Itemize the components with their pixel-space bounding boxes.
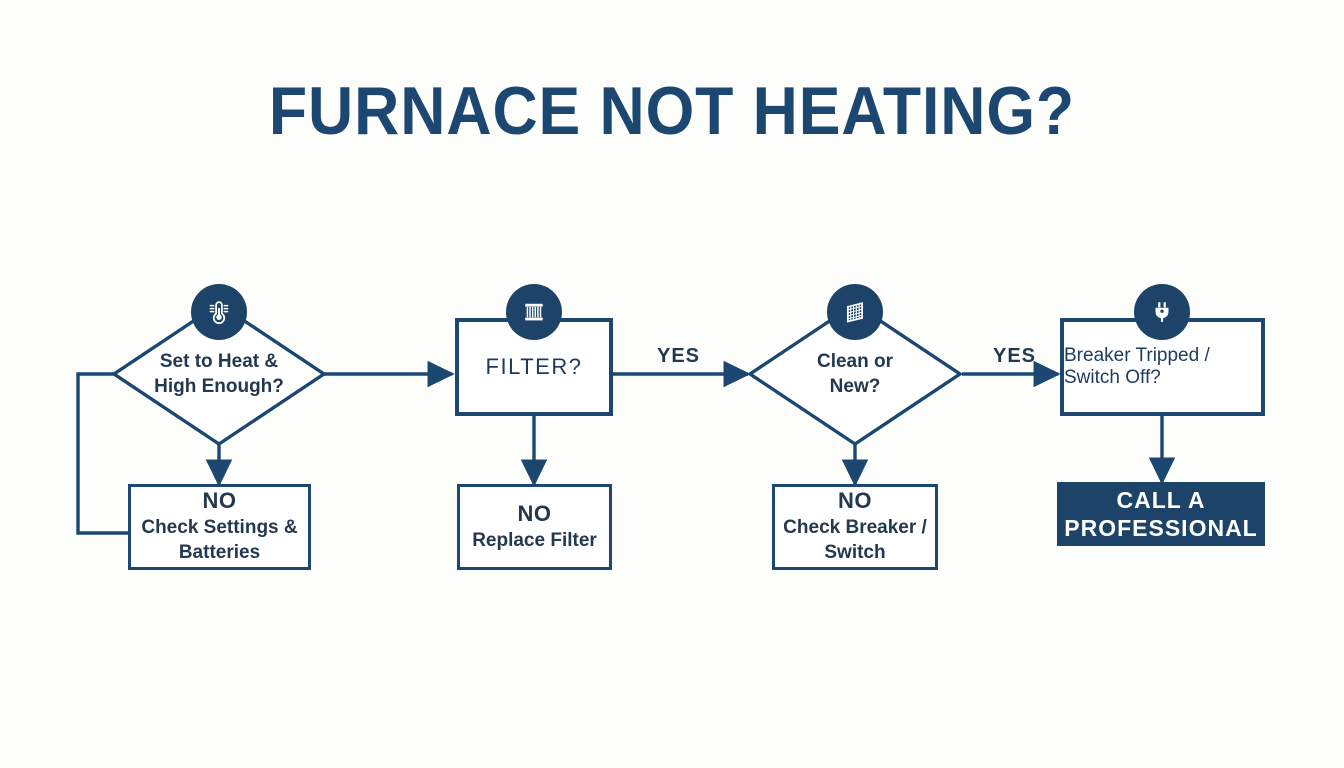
- no-answer-label: NO: [517, 500, 552, 526]
- air-filter-icon: [506, 284, 562, 340]
- diamond-shape: [746, 301, 964, 447]
- node-thermostat-check[interactable]: Set to Heat & High Enough?: [110, 300, 328, 448]
- node-filter-no[interactable]: NO Replace Filter: [457, 484, 612, 570]
- no-answer-label: NO: [202, 488, 237, 514]
- node-filter-no-label: Replace Filter: [472, 529, 597, 551]
- node-clean-or-new-label: Clean or New?: [816, 350, 894, 397]
- edge-label-clean-yes: YES: [993, 345, 1037, 367]
- node-thermostat-no-label: Check Settings & Batteries: [141, 517, 298, 563]
- node-breaker-label: Breaker Tripped / Switch Off?: [1064, 345, 1210, 388]
- node-filter-label: FILTER?: [485, 354, 583, 379]
- diamond-shape: [110, 301, 328, 447]
- thermometer-icon: [191, 284, 247, 340]
- node-clean-or-new[interactable]: Clean or New?: [746, 300, 964, 448]
- no-answer-label: NO: [838, 488, 872, 514]
- filter-mesh-icon: [827, 284, 883, 340]
- node-clean-no-label: Check Breaker / Switch: [783, 517, 927, 563]
- node-call-professional[interactable]: CALL A PROFESSIONAL: [1057, 482, 1265, 546]
- node-thermostat-no[interactable]: NO Check Settings & Batteries: [128, 484, 311, 570]
- node-clean-no[interactable]: NO Check Breaker / Switch: [772, 484, 938, 570]
- power-plug-icon: [1134, 284, 1190, 340]
- node-thermostat-label: Set to Heat & High Enough?: [154, 350, 284, 397]
- page-title: FURNACE NOT HEATING?: [268, 73, 1076, 149]
- node-call-professional-label: CALL A PROFESSIONAL: [1064, 486, 1258, 541]
- edge-label-filter-yes: YES: [657, 345, 701, 367]
